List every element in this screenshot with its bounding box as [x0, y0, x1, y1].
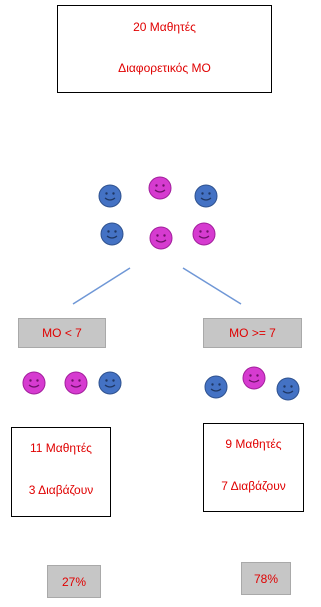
- left-students-count: 11 Μαθητές: [30, 441, 92, 455]
- right-students-count: 9 Μαθητές: [225, 437, 282, 451]
- smiley-icon-pink: [64, 371, 88, 395]
- smiley-icon-pink: [148, 176, 172, 200]
- left-readers-count: 3 Διαβάζουν: [28, 483, 94, 497]
- smiley-icon-pink: [192, 222, 216, 246]
- smiley-icon-blue: [204, 375, 228, 399]
- smiley-icon-blue: [98, 184, 122, 208]
- smiley-icon-blue: [194, 184, 218, 208]
- smiley-icon-blue: [100, 222, 124, 246]
- smiley-icon-pink: [242, 366, 266, 390]
- smiley-icon-pink: [149, 226, 173, 250]
- smiley-icon-blue: [98, 371, 122, 395]
- condition-label-left: ΜΟ < 7: [18, 318, 106, 348]
- smiley-icon-pink: [22, 371, 46, 395]
- condition-label-right: ΜΟ >= 7: [203, 318, 302, 348]
- left-group-box: 11 Μαθητές 3 Διαβάζουν: [11, 427, 111, 517]
- total-students-label: 20 Μαθητές: [133, 20, 196, 34]
- right-connector-line: [182, 267, 242, 305]
- smiley-icon-blue: [276, 377, 300, 401]
- right-group-box: 9 Μαθητές 7 Διαβάζουν: [203, 423, 304, 512]
- total-students-box: 20 Μαθητές Διαφορετικός ΜΟ: [57, 5, 272, 93]
- percent-label-right: 78%: [241, 562, 291, 595]
- right-readers-count: 7 Διαβάζουν: [221, 479, 286, 493]
- left-connector-line: [72, 267, 131, 305]
- different-average-label: Διαφορετικός ΜΟ: [118, 61, 211, 75]
- percent-label-left: 27%: [47, 565, 101, 598]
